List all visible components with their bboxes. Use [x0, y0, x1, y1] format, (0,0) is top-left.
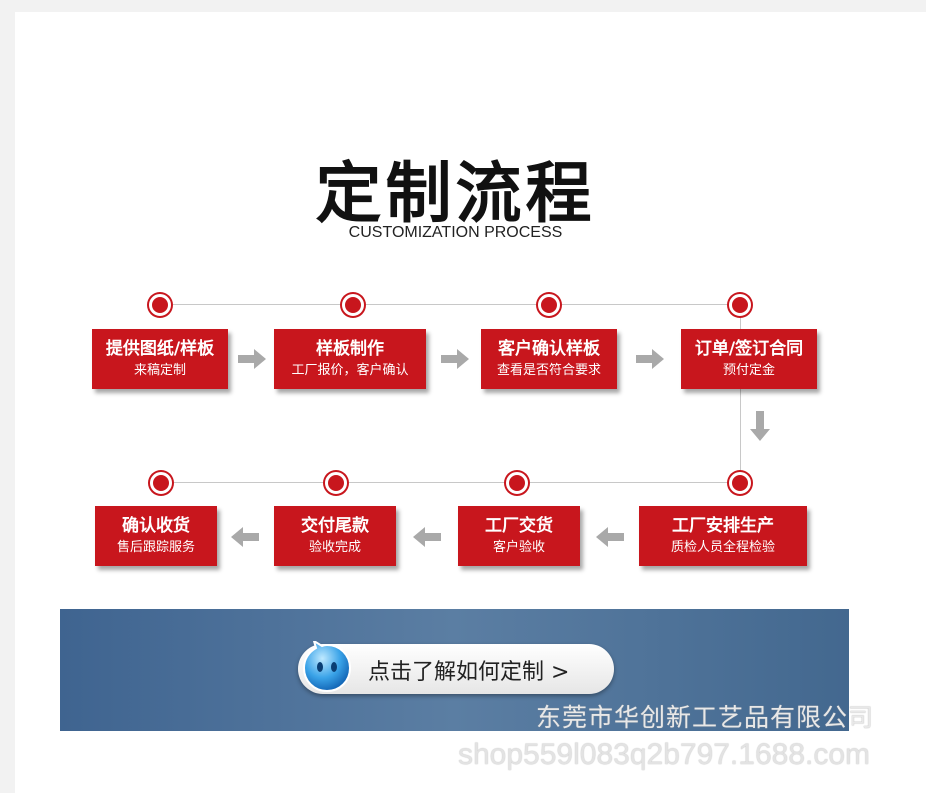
timeline-dot — [729, 294, 751, 316]
timeline-dot — [325, 472, 347, 494]
step-box: 交付尾款 验收完成 — [274, 506, 396, 566]
step-desc: 预付定金 — [722, 363, 775, 378]
step-box: 订单/签订合同 预付定金 — [681, 329, 817, 389]
arrow-left-icon — [413, 527, 441, 547]
step-box: 客户确认样板 查看是否符合要求 — [481, 329, 617, 389]
step-box: 工厂安排生产 质检人员全程检验 — [639, 506, 807, 566]
step-title: 样板制作 — [316, 339, 384, 359]
chat-bubble-icon — [302, 641, 352, 693]
step-title: 工厂交货 — [485, 516, 553, 536]
company-watermark: 东莞市华创新工艺品有限公司 — [536, 703, 875, 732]
timeline-dot — [149, 294, 171, 316]
arrow-down-icon — [750, 411, 770, 441]
arrow-right-icon — [636, 349, 664, 369]
step-box: 工厂交货 客户验收 — [458, 506, 580, 566]
timeline-connector — [740, 304, 741, 482]
timeline-dot — [538, 294, 560, 316]
shop-url-watermark: shop559l083q2b797.1688.com — [458, 738, 871, 771]
step-desc: 售后跟踪服务 — [116, 540, 195, 555]
arrow-right-icon — [238, 349, 266, 369]
arrow-left-icon — [596, 527, 624, 547]
step-title: 交付尾款 — [301, 516, 369, 536]
page-title: 定制流程 — [315, 155, 596, 232]
step-desc: 来稿定制 — [133, 363, 186, 378]
step-desc: 查看是否符合要求 — [496, 363, 601, 378]
cta-label[interactable]: 点击了解如何定制 > — [368, 660, 570, 685]
step-desc: 质检人员全程检验 — [670, 540, 775, 555]
arrow-right-icon — [441, 349, 469, 369]
step-title: 提供图纸/样板 — [105, 339, 215, 359]
step-title: 工厂安排生产 — [672, 516, 774, 536]
step-title: 客户确认样板 — [498, 339, 600, 359]
timeline-dot — [729, 472, 751, 494]
arrow-left-icon — [231, 527, 259, 547]
timeline-dot — [506, 472, 528, 494]
timeline-dot — [342, 294, 364, 316]
page-subtitle: CUSTOMIZATION PROCESS — [348, 224, 563, 241]
step-box: 提供图纸/样板 来稿定制 — [92, 329, 228, 389]
step-box: 样板制作 工厂报价，客户确认 — [274, 329, 426, 389]
timeline-row1 — [159, 304, 740, 305]
step-title: 确认收货 — [122, 516, 190, 536]
step-title: 订单/签订合同 — [694, 339, 804, 359]
step-desc: 工厂报价，客户确认 — [291, 363, 409, 378]
timeline-row2 — [160, 482, 740, 483]
timeline-dot — [150, 472, 172, 494]
step-desc: 验收完成 — [308, 540, 361, 555]
step-desc: 客户验收 — [492, 540, 545, 555]
step-box: 确认收货 售后跟踪服务 — [95, 506, 217, 566]
